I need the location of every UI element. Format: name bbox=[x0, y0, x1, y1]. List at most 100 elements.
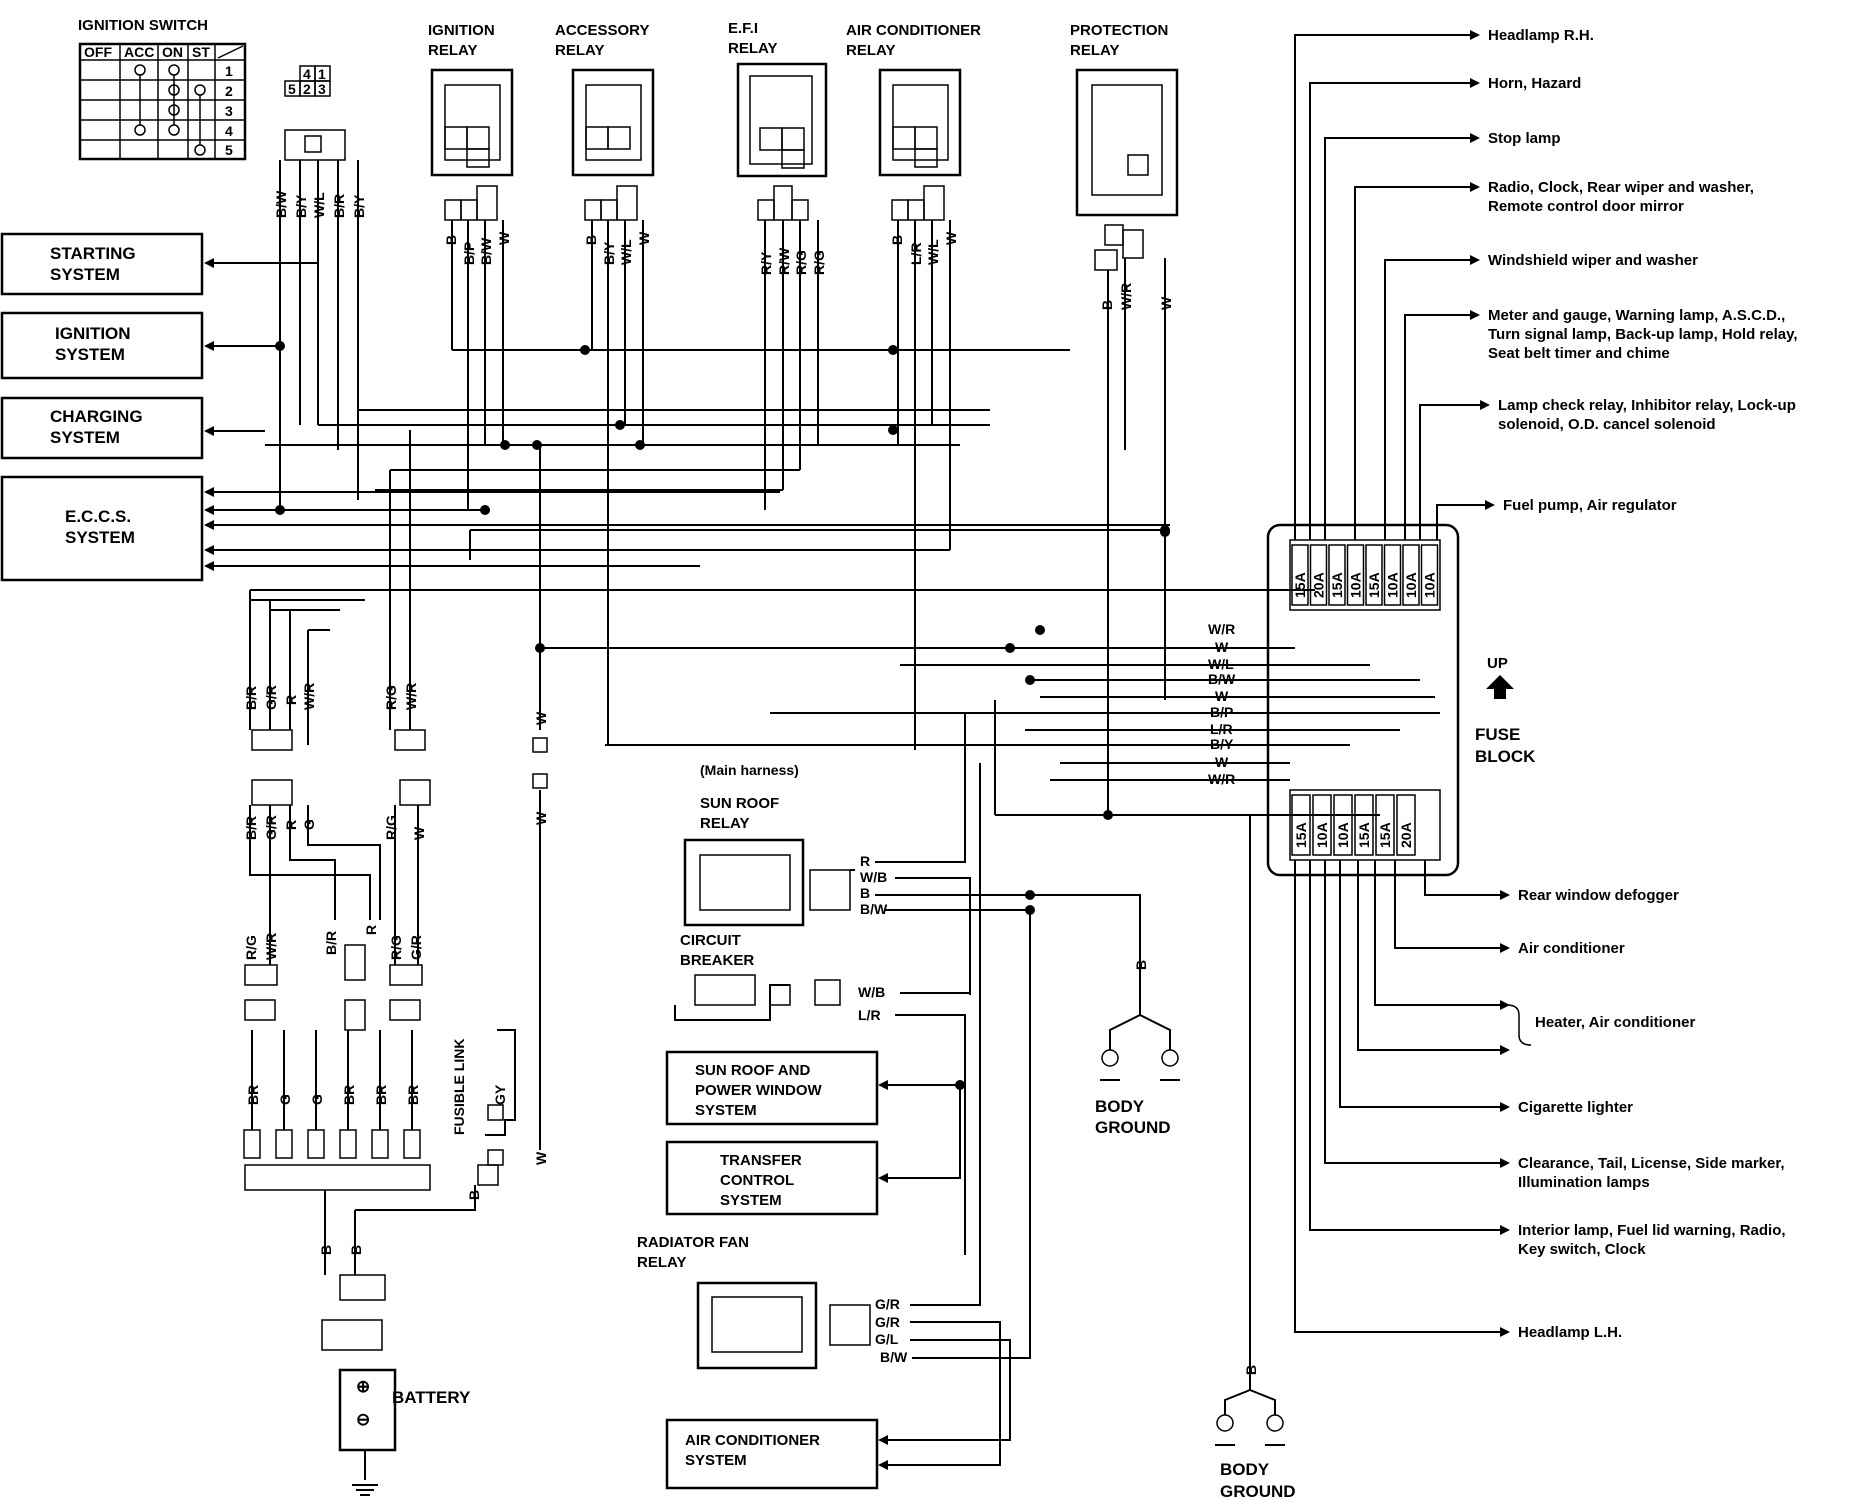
svg-text:B/Y: B/Y bbox=[601, 241, 617, 265]
svg-text:R: R bbox=[283, 695, 299, 705]
svg-text:W: W bbox=[943, 231, 959, 245]
switch-pin-2: 2 bbox=[303, 81, 311, 97]
svg-text:R/G: R/G bbox=[388, 935, 404, 960]
switch-pin-1: 1 bbox=[318, 66, 326, 82]
svg-text:W/L: W/L bbox=[925, 239, 941, 265]
fuse-top bbox=[1365, 544, 1383, 606]
fuse-top bbox=[1402, 544, 1420, 606]
svg-text:SYSTEM: SYSTEM bbox=[50, 428, 120, 447]
battery-plus-icon: ⊕ bbox=[356, 1377, 370, 1396]
fuse-top-rating: 20A bbox=[1311, 572, 1327, 598]
output-bottom-label: Headlamp L.H. bbox=[1518, 1324, 1622, 1341]
fusible-wire-label: BR bbox=[245, 1085, 261, 1105]
svg-text:CONTROL: CONTROL bbox=[720, 1172, 794, 1189]
svg-text:R: R bbox=[860, 853, 870, 869]
svg-text:RELAY: RELAY bbox=[1070, 42, 1119, 59]
main-harness-label: (Main harness) bbox=[700, 762, 799, 778]
svg-text:R/W: R/W bbox=[776, 247, 792, 275]
efi-relay: E.F.I RELAY R/Y R/W R/G R/G bbox=[728, 20, 828, 510]
fuse-bottom-rating: 10A bbox=[1335, 822, 1351, 848]
svg-text:R/Y: R/Y bbox=[758, 251, 774, 275]
switch-header-acc: ACC bbox=[124, 44, 154, 60]
svg-text:L/R: L/R bbox=[908, 242, 924, 265]
svg-text:W: W bbox=[1215, 688, 1229, 704]
svg-text:W/R: W/R bbox=[301, 683, 317, 710]
svg-text:B: B bbox=[318, 1245, 334, 1255]
svg-text:R/G: R/G bbox=[243, 935, 259, 960]
svg-text:W/B: W/B bbox=[860, 869, 887, 885]
body-ground-1-line1: BODY bbox=[1095, 1097, 1145, 1116]
svg-text:POWER WINDOW: POWER WINDOW bbox=[695, 1082, 822, 1099]
svg-text:CHARGING: CHARGING bbox=[50, 407, 143, 426]
charging-system: CHARGING SYSTEM bbox=[0, 396, 204, 460]
output-bottom-label: Clearance, Tail, License, Side marker, bbox=[1518, 1155, 1785, 1172]
svg-text:B: B bbox=[1099, 300, 1115, 310]
output-top-label: Headlamp R.H. bbox=[1488, 27, 1594, 44]
left-harness: B/R G/R R W/R B/R G/R R G R/G W/R R/G W … bbox=[243, 430, 549, 1496]
fuse-output-bottom bbox=[1294, 860, 1532, 1333]
svg-text:SUN ROOF: SUN ROOF bbox=[700, 795, 779, 812]
body-ground-2-line1: BODY bbox=[1220, 1460, 1270, 1479]
svg-text:ACCESSORY: ACCESSORY bbox=[555, 22, 649, 39]
fusible-wire-label: BR bbox=[373, 1085, 389, 1105]
ignition-switch-title: IGNITION SWITCH bbox=[78, 17, 208, 34]
ac-system bbox=[665, 1418, 879, 1490]
svg-text:IGNITION: IGNITION bbox=[428, 22, 495, 39]
svg-text:AIR CONDITIONER: AIR CONDITIONER bbox=[685, 1432, 820, 1449]
output-top-label: Fuel pump, Air regulator bbox=[1503, 497, 1677, 514]
radiator-fan-relay bbox=[696, 1281, 818, 1370]
svg-text:R/G: R/G bbox=[383, 815, 399, 840]
svg-text:W: W bbox=[636, 231, 652, 245]
fuse-top-rating: 10A bbox=[1422, 572, 1438, 598]
output-top-label: Turn signal lamp, Back-up lamp, Hold rel… bbox=[1488, 326, 1798, 343]
fusible-wire-label: G bbox=[309, 1094, 325, 1105]
switch-pin-4: 4 bbox=[303, 66, 311, 82]
output-top-label: Seat belt timer and chime bbox=[1488, 345, 1670, 362]
svg-text:B: B bbox=[348, 1245, 364, 1255]
fuse-top bbox=[1291, 544, 1309, 606]
output-top-label: Horn, Hazard bbox=[1488, 75, 1581, 92]
output-bottom-label: Illumination lamps bbox=[1518, 1174, 1650, 1191]
output-bottom-label: Rear window defogger bbox=[1518, 887, 1679, 904]
svg-text:AIR CONDITIONER: AIR CONDITIONER bbox=[846, 22, 981, 39]
fuse-top-rating: 15A bbox=[1329, 572, 1345, 598]
svg-text:RADIATOR FAN: RADIATOR FAN bbox=[637, 1234, 749, 1251]
battery-label: BATTERY bbox=[392, 1388, 471, 1407]
svg-text:W/L: W/L bbox=[618, 239, 634, 265]
svg-text:B: B bbox=[1243, 1365, 1259, 1375]
output-top-label: Radio, Clock, Rear wiper and washer, bbox=[1488, 179, 1754, 196]
svg-text:SYSTEM: SYSTEM bbox=[50, 265, 120, 284]
svg-text:RELAY: RELAY bbox=[728, 40, 777, 57]
svg-text:B: B bbox=[860, 885, 870, 901]
output-top-label: Remote control door mirror bbox=[1488, 198, 1684, 215]
switch-pin-3: 3 bbox=[318, 81, 326, 97]
fuse-top bbox=[1346, 544, 1365, 606]
switch-row-4: 4 bbox=[225, 123, 233, 139]
svg-text:L/R: L/R bbox=[1210, 721, 1233, 737]
svg-text:W: W bbox=[1215, 639, 1229, 655]
svg-text:G/R: G/R bbox=[263, 685, 279, 710]
fuse-bottom bbox=[1375, 794, 1395, 856]
svg-text:W: W bbox=[496, 231, 512, 245]
switch-row-5: 5 bbox=[225, 142, 233, 158]
switch-wire-br: B/R bbox=[331, 194, 347, 218]
fuse-top bbox=[1328, 544, 1346, 606]
svg-text:E.C.C.S.: E.C.C.S. bbox=[65, 507, 131, 526]
fuse-block-label2: BLOCK bbox=[1475, 747, 1536, 766]
switch-header-on: ON bbox=[162, 44, 183, 60]
svg-text:SUN ROOF AND: SUN ROOF AND bbox=[695, 1062, 810, 1079]
fusible-wire-label: G bbox=[277, 1094, 293, 1105]
output-top-label: solenoid, O.D. cancel solenoid bbox=[1498, 416, 1716, 433]
body-ground-2-line2: GROUND bbox=[1220, 1482, 1296, 1501]
fuse-bottom bbox=[1354, 794, 1374, 856]
sunroof-power-window-system bbox=[665, 1050, 879, 1126]
svg-text:RELAY: RELAY bbox=[428, 42, 477, 59]
up-label: UP bbox=[1487, 655, 1508, 672]
starting-system: STARTING SYSTEM bbox=[0, 232, 204, 296]
svg-text:G/R: G/R bbox=[875, 1296, 900, 1312]
battery-minus-icon: ⊖ bbox=[356, 1410, 370, 1429]
svg-text:B: B bbox=[583, 235, 599, 245]
svg-text:W/R: W/R bbox=[1208, 771, 1235, 787]
